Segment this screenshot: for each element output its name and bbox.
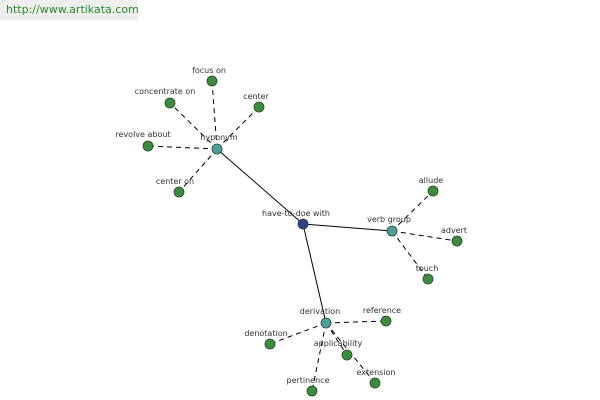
node-derivation[interactable] [320, 317, 332, 329]
edge-derivation-denotation [269, 322, 327, 345]
edge-center-derivation [302, 223, 327, 324]
node-advert[interactable] [451, 235, 463, 247]
node-label-allude: allude [419, 176, 443, 185]
node-extension[interactable] [369, 377, 381, 389]
node-focus-on[interactable] [206, 75, 218, 87]
edges-layer [147, 80, 458, 392]
edge-verb-group-advert [391, 230, 458, 242]
edge-center-verb-group [302, 223, 393, 232]
node-denotation[interactable] [264, 338, 276, 350]
node-verb-group[interactable] [386, 225, 398, 237]
node-concentrate-on[interactable] [164, 97, 176, 109]
edge-derivation-reference [325, 320, 387, 324]
node-label-applicability: applicability [314, 339, 363, 348]
edge-center-hyponym [216, 148, 304, 225]
node-label-center-leaf: center [243, 92, 269, 101]
node-label-center-on: center on [156, 177, 194, 186]
nodes-layer [142, 75, 463, 397]
node-pertinence[interactable] [306, 385, 318, 397]
node-label-hyponym: hyponym [200, 133, 238, 142]
edge-verb-group-allude [391, 190, 434, 232]
node-hyponym[interactable] [211, 143, 223, 155]
edge-hyponym-center-on [178, 148, 218, 193]
edge-derivation-applicability [325, 322, 348, 356]
node-label-revolve-about: revolve about [115, 130, 170, 139]
edge-hyponym-revolve-about [147, 145, 218, 150]
site-url-banner[interactable]: http://www.artikata.com [0, 0, 139, 20]
node-touch[interactable] [422, 273, 434, 285]
node-label-touch: touch [416, 264, 439, 273]
node-label-extension: extension [357, 368, 396, 377]
node-allude[interactable] [427, 185, 439, 197]
node-label-denotation: denotation [244, 329, 287, 338]
node-label-verb-group: verb group [367, 215, 411, 224]
node-label-center: have-to-doe with [262, 209, 330, 218]
node-label-advert: advert [441, 226, 467, 235]
edge-derivation-pertinence [311, 322, 327, 392]
node-label-pertinence: pertinence [286, 376, 329, 385]
node-center-on[interactable] [173, 186, 185, 198]
node-label-reference: reference [363, 306, 401, 315]
node-applicability[interactable] [341, 349, 353, 361]
node-center-leaf[interactable] [253, 101, 265, 113]
node-label-concentrate-on: concentrate on [135, 87, 196, 96]
node-label-derivation: derivation [300, 307, 340, 316]
labels-layer: have-to-doe with hyponym verb group derivat… [115, 66, 467, 385]
edge-hyponym-concentrate-on [169, 102, 218, 150]
node-revolve-about[interactable] [142, 140, 154, 152]
node-label-focus-on: focus on [192, 66, 226, 75]
edge-verb-group-touch [391, 230, 429, 280]
node-reference[interactable] [380, 315, 392, 327]
node-center[interactable] [297, 218, 309, 230]
edge-hyponym-center-leaf [216, 106, 260, 150]
edge-hyponym-focus-on [211, 80, 218, 150]
